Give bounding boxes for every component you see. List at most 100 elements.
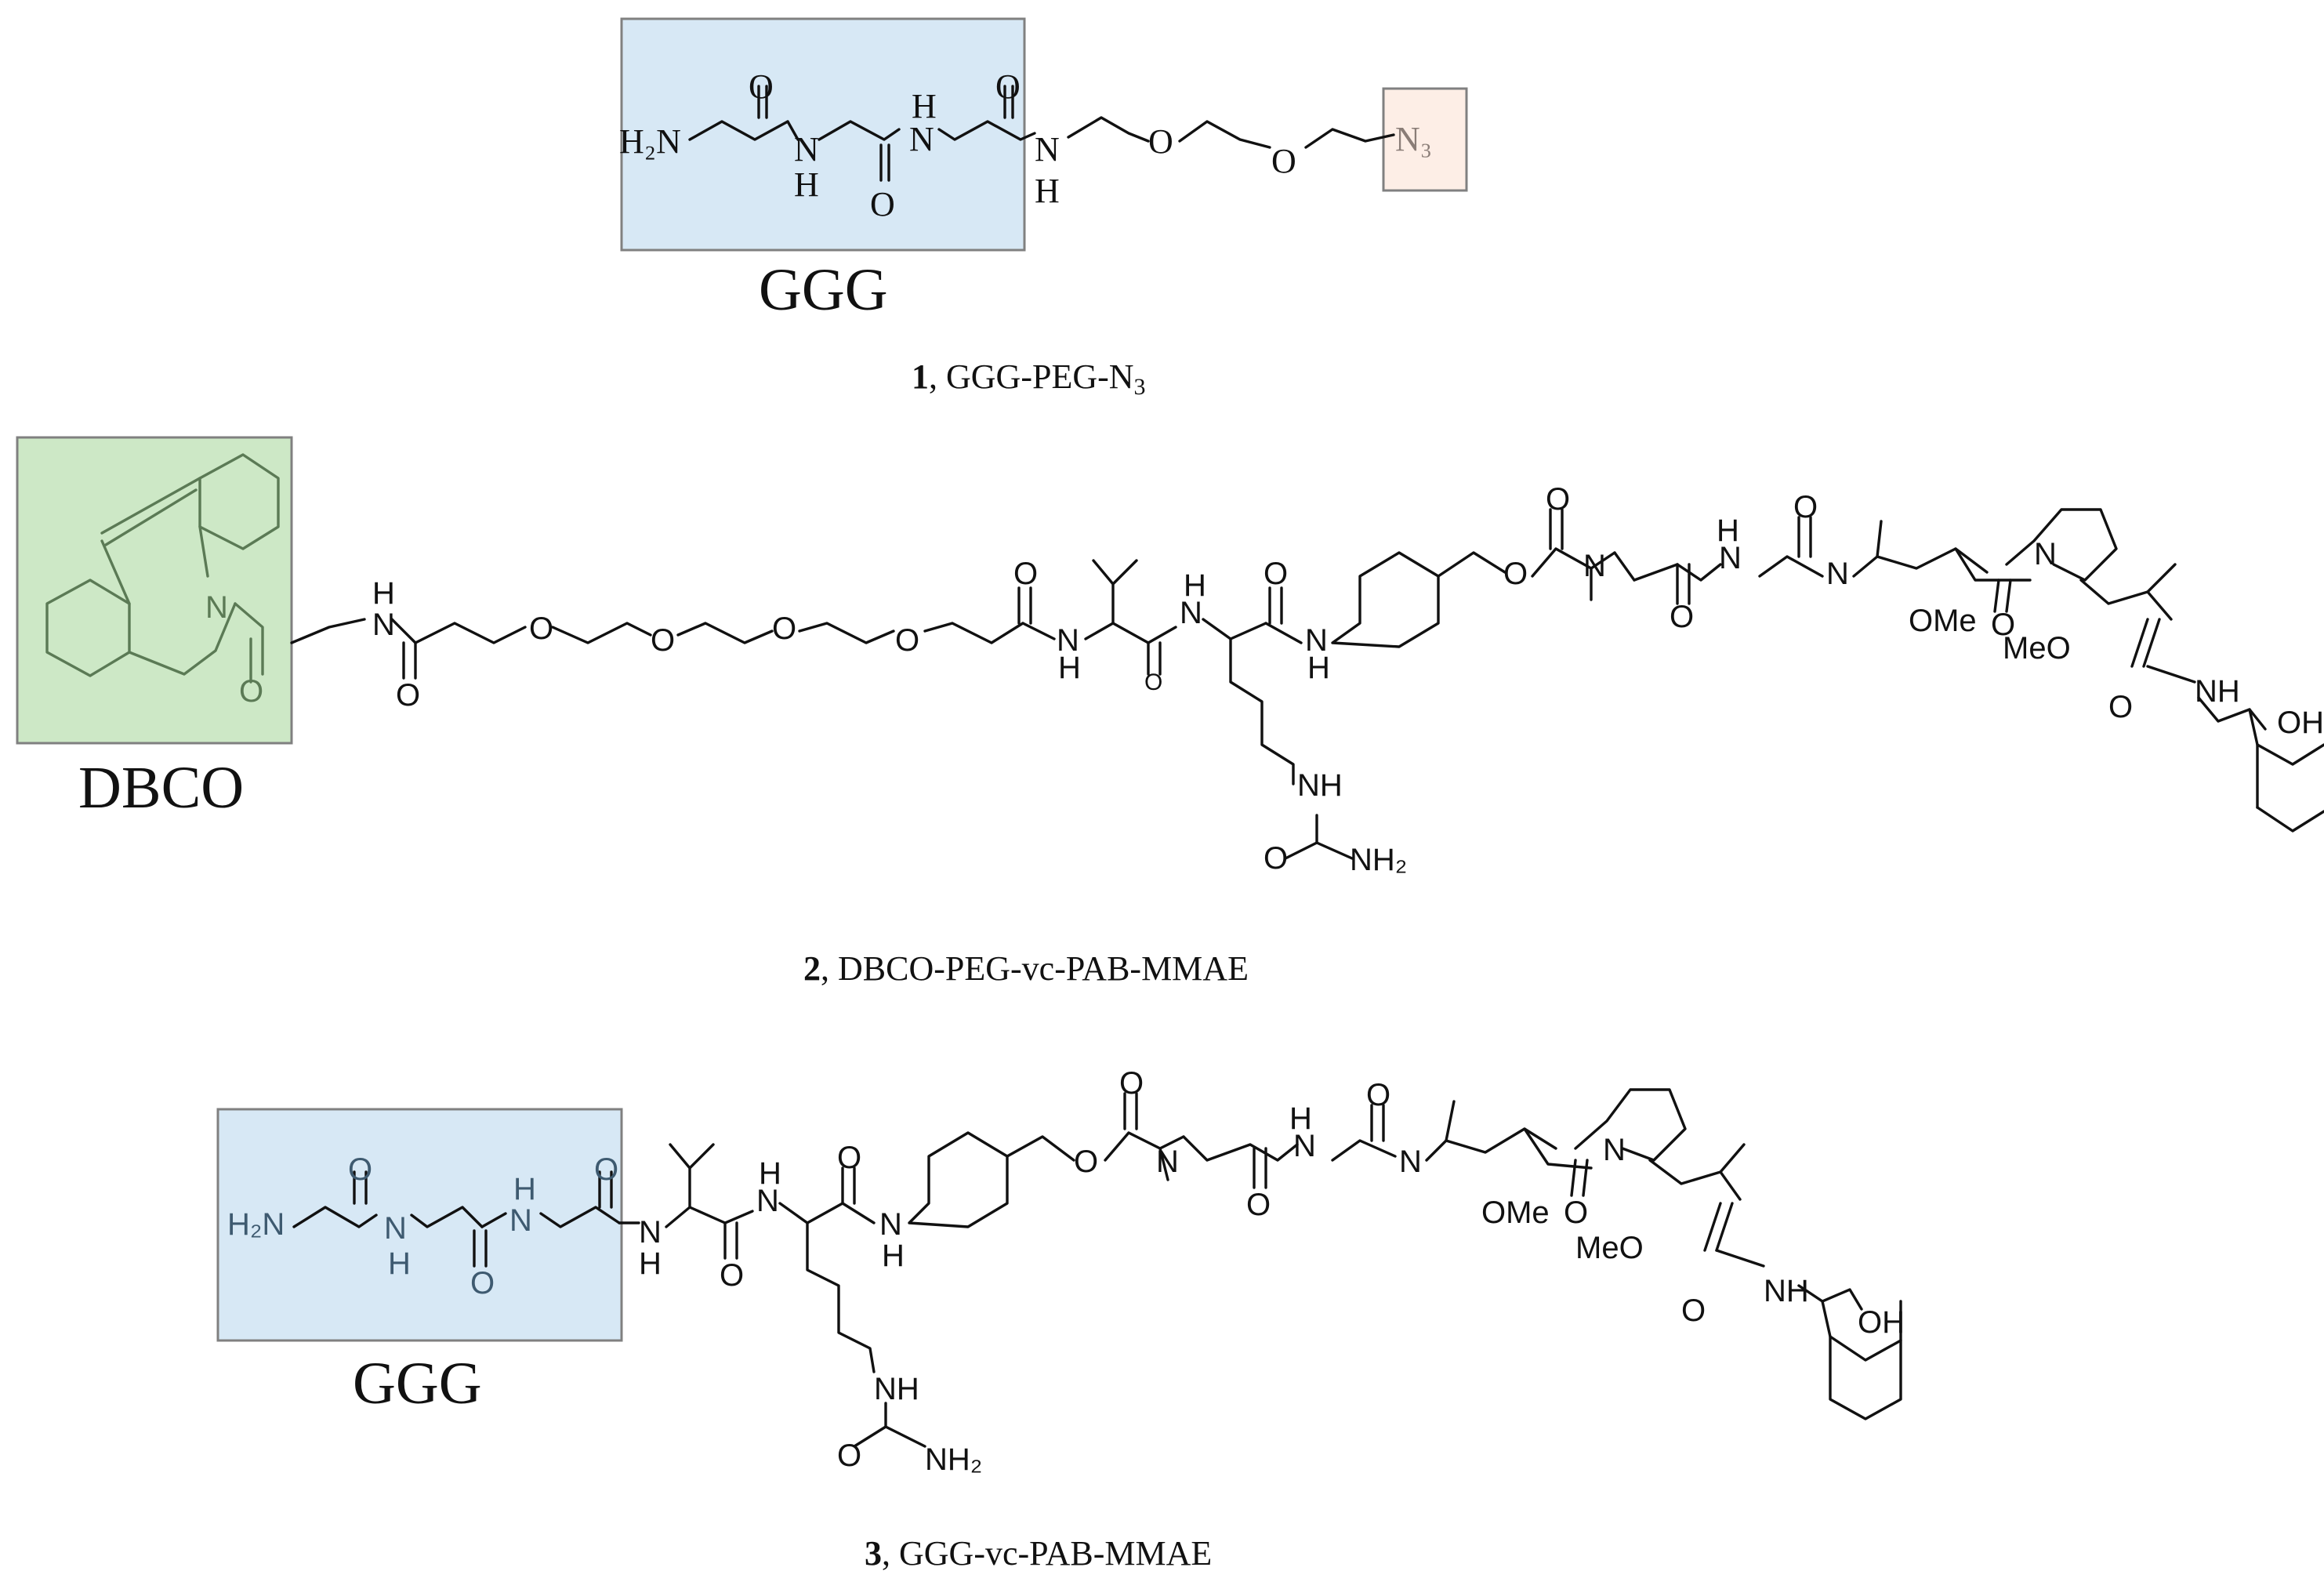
nitrogen-label: N [1180, 596, 1202, 630]
oxygen-label: O [1144, 669, 1162, 695]
ggg-box-label: GGG [759, 257, 888, 323]
nitrogen-label: N [1826, 557, 1849, 591]
oxygen-label: O [1119, 1066, 1144, 1101]
oxygen-label: O [1246, 1188, 1271, 1222]
oxygen-label: O [594, 1152, 618, 1187]
hydrogen-label: H [639, 1246, 662, 1281]
nitrogen-label: N [1583, 549, 1606, 583]
nitrogen-label: N [909, 120, 934, 158]
oxygen-label: O [720, 1258, 744, 1293]
nitrogen-label: N [1293, 1129, 1316, 1163]
oxygen-label: O [396, 678, 420, 713]
subscript: 3 [1134, 374, 1146, 400]
dbco-highlight-box [16, 436, 293, 745]
oxygen-label: O [1264, 841, 1288, 876]
compound-2-bonds [290, 508, 2324, 860]
dbco-bonds [45, 453, 280, 684]
oxygen-label: O [1264, 557, 1288, 591]
oxygen-label: O [1564, 1195, 1588, 1230]
compound-name: , GGG-vc-PAB-MMAE [882, 1534, 1212, 1573]
oxygen-label: O [1793, 490, 1818, 524]
ether-oxygen-label: O [651, 623, 675, 658]
nitrogen-label: N [1603, 1133, 1626, 1167]
compound-2-caption: 2, DBCO-PEG-vc-PAB-MMAE [803, 949, 1249, 988]
oxygen-label: O [470, 1266, 495, 1301]
ether-oxygen-label: O [772, 611, 796, 646]
hydrogen-label: H [372, 576, 395, 611]
oh-label: OH [2277, 706, 2324, 740]
oxygen-label: O [2108, 690, 2133, 724]
oxygen-label: O [1670, 600, 1694, 634]
h2n-label: H₂N [227, 1207, 285, 1242]
nitrogen-label: N [1719, 541, 1742, 575]
compound-1-caption: 1, GGG-PEG-N3 [912, 357, 1146, 400]
ether-oxygen-label: O [529, 611, 553, 646]
compound-3-caption: 3, GGG-vc-PAB-MMAE [865, 1534, 1212, 1573]
compound-name: GGG-PEG-N [946, 357, 1134, 396]
compound-name: , DBCO-PEG-vc-PAB-MMAE [821, 949, 1249, 988]
nitrogen-label: N [384, 1211, 407, 1246]
hydrogen-label: H [1184, 568, 1206, 603]
oxygen-label: O [239, 674, 263, 709]
oxygen-label: O [1366, 1078, 1390, 1112]
ggg-box-label: GGG [353, 1351, 482, 1417]
nitrogen-label: N [1057, 623, 1079, 658]
ether-oxygen-label: O [895, 623, 919, 658]
nitrogen-label: N [1156, 1145, 1179, 1179]
nh-label: NH [2195, 674, 2240, 709]
nitrogen-label: N [794, 130, 819, 169]
hydrogen-label: H [1035, 172, 1060, 210]
oxygen-label: O [995, 67, 1021, 106]
oh-label: OH [1858, 1305, 1905, 1340]
nh-label: NH [1297, 768, 1343, 803]
hydrogen-label: H [1289, 1101, 1312, 1136]
ether-oxygen-label: O [1271, 142, 1296, 180]
nitrogen-label: N [1035, 130, 1060, 169]
hydrogen-label: H [1058, 651, 1081, 685]
compound-1: H₂N O N H O H N O N H O O N₃ GGG 1, GGG-… [619, 17, 1468, 400]
oxygen-label: O [348, 1152, 372, 1187]
hydrogen-label: H [882, 1239, 905, 1273]
nitrogen-label: N [1399, 1145, 1422, 1179]
nitrogen-label: N [756, 1184, 779, 1218]
compound-3-bonds [292, 1088, 1902, 1448]
compound-number: 3 [865, 1534, 882, 1573]
nitrogen-label: N [879, 1207, 902, 1242]
oxygen-label: O [837, 1438, 861, 1473]
nitrogen-label: N [1305, 623, 1328, 658]
oxygen-label: O [1681, 1293, 1706, 1328]
hydrogen-label: H [912, 87, 937, 125]
compound-1-bonds [688, 85, 1395, 182]
compound-number: 2 [803, 949, 821, 988]
ome-label: OMe [1481, 1195, 1550, 1230]
nitrogen-label: N [2034, 537, 2057, 571]
ggg-highlight-box [620, 17, 1026, 252]
hydrogen-label: H [794, 165, 819, 204]
hydrogen-label: H [1307, 651, 1330, 685]
nh-label: NH [874, 1372, 919, 1406]
azide-highlight-box [1382, 87, 1468, 192]
oxygen-label: O [870, 185, 895, 223]
hydrogen-label: H [513, 1172, 536, 1206]
ggg-highlight-box [216, 1108, 623, 1342]
ome-label: OMe [1909, 604, 1977, 638]
nitrogen-label: N [205, 590, 228, 625]
azide-label: N₃ [1395, 120, 1432, 158]
oxygen-label: O [749, 67, 774, 106]
nitrogen-label: N [639, 1215, 662, 1250]
compound-number: 1 [912, 357, 929, 396]
hydrogen-label: H [759, 1156, 781, 1191]
nh2-label: NH₂ [1350, 843, 1407, 877]
meo-label: MeO [1575, 1231, 1644, 1265]
nitrogen-label: N [372, 608, 395, 642]
meo-label: MeO [2003, 631, 2071, 666]
hydrogen-label: H [1717, 513, 1739, 548]
nitrogen-label: N [509, 1203, 532, 1238]
h2n-label: H₂N [619, 122, 681, 161]
dbco-box-label: DBCO [78, 755, 244, 821]
oxygen-label: O [1013, 557, 1038, 591]
hydrogen-label: H [388, 1246, 411, 1281]
nh2-label: NH₂ [925, 1442, 982, 1477]
oxygen-label: O [837, 1141, 861, 1175]
compound-2: N O DBCO [16, 436, 2324, 988]
